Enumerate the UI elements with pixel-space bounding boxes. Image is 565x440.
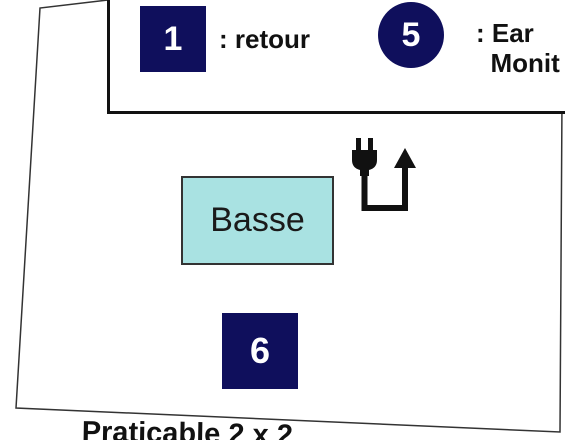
legend-return-marker: 1 [140, 6, 206, 72]
monitor-6-marker: 6 [222, 313, 298, 389]
riser-caption: Praticable 2 x 2 [81, 416, 294, 440]
power-plug-icon [352, 138, 416, 211]
bass-amp-box: Basse [181, 176, 334, 265]
legend-return-label: : retour [219, 24, 310, 54]
legend-ear-monitor-marker: 5 [378, 2, 444, 68]
legend-ear-monitor-label: : Ear Monit [476, 18, 560, 78]
